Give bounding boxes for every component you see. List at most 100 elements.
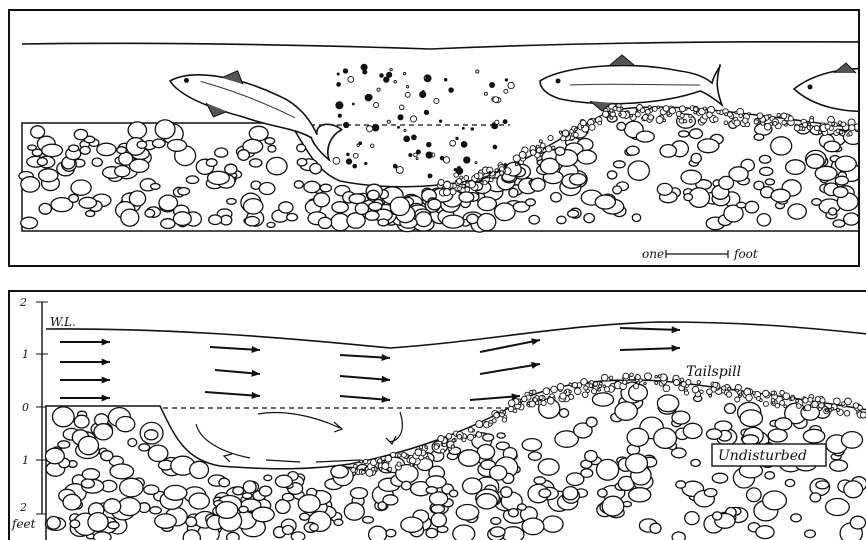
pebble <box>431 513 446 527</box>
pebble <box>21 177 40 192</box>
silt-particle <box>344 122 349 127</box>
pebble <box>626 454 648 473</box>
pebble <box>810 493 821 502</box>
pebble <box>426 476 446 488</box>
pebble <box>833 220 845 227</box>
pebble <box>130 159 149 172</box>
fine-gravel <box>468 427 473 432</box>
pebble <box>835 176 848 185</box>
fine-gravel <box>736 389 739 392</box>
pebble <box>812 199 821 206</box>
pebble <box>581 469 593 478</box>
silt-particle <box>456 168 463 175</box>
pebble <box>826 499 850 516</box>
fine-gravel <box>640 108 645 113</box>
silt-particle <box>484 92 487 95</box>
pebble <box>53 407 75 427</box>
top-panel-spawning-redd: one foot <box>8 9 860 267</box>
silt-particle <box>508 82 514 88</box>
pebble <box>842 432 863 449</box>
fine-gravel <box>488 423 491 426</box>
pebble <box>227 532 240 540</box>
fine-gravel <box>860 412 866 418</box>
fine-gravel <box>584 386 588 390</box>
pebble <box>602 496 624 516</box>
pebble <box>691 153 701 163</box>
pebble <box>428 199 441 210</box>
fine-gravel <box>552 146 555 149</box>
pebble <box>570 174 587 185</box>
fine-gravel <box>476 421 483 428</box>
pebble <box>378 219 388 226</box>
fine-gravel <box>508 400 515 407</box>
pebble <box>497 433 505 438</box>
silt-particle <box>404 129 406 131</box>
fine-gravel <box>569 390 571 392</box>
fine-gravel <box>803 122 808 127</box>
pebble <box>168 140 187 152</box>
fine-gravel <box>754 120 758 124</box>
fine-gravel <box>858 405 863 410</box>
arrow-head <box>252 346 261 353</box>
pebble <box>186 176 198 184</box>
pebble <box>683 423 702 438</box>
silt-particle <box>461 142 467 148</box>
arrow-head <box>672 326 680 333</box>
pebble <box>768 429 787 442</box>
fine-gravel <box>371 468 374 471</box>
fine-gravel <box>656 116 663 123</box>
pebble <box>47 517 60 530</box>
pebble <box>657 183 672 195</box>
fine-gravel <box>570 130 574 134</box>
pebble <box>215 148 228 157</box>
pebble <box>754 134 764 140</box>
pebble <box>765 179 774 185</box>
fine-gravel <box>582 392 588 398</box>
pebble <box>92 158 102 166</box>
fine-gravel <box>452 439 455 442</box>
fine-gravel <box>825 409 828 412</box>
pebble <box>844 481 863 498</box>
pebble <box>816 481 829 489</box>
fine-gravel <box>495 169 498 172</box>
fine-gravel <box>734 120 740 126</box>
wl-label: W.L. <box>50 315 76 329</box>
pebble <box>298 495 320 513</box>
pebble <box>264 475 272 480</box>
arrow-head <box>102 395 110 402</box>
bottom-panel-drawing: 2 1 0 1 2 feet W.L. Tailspill Un <box>10 292 866 540</box>
silt-particle <box>337 73 339 75</box>
pebble <box>332 202 348 213</box>
silt-particle <box>394 81 397 84</box>
fine-gravel <box>844 411 850 417</box>
silt-particle <box>503 120 507 124</box>
pebble <box>233 487 244 495</box>
fine-gravel <box>500 410 503 413</box>
fine-gravel <box>753 392 756 395</box>
pebble <box>595 195 615 209</box>
pebble <box>244 199 263 214</box>
pebble <box>227 199 236 205</box>
pebble <box>557 216 566 224</box>
pebble <box>115 166 130 177</box>
fine-gravel <box>775 403 780 408</box>
pebble <box>206 159 217 167</box>
silt-cloud-particles <box>333 64 514 178</box>
pebble <box>538 459 559 475</box>
fine-gravel <box>680 378 683 381</box>
fine-gravel <box>694 111 697 114</box>
fine-gravel <box>768 115 771 118</box>
pebble <box>208 171 230 184</box>
pebble <box>607 171 616 179</box>
pebble <box>737 202 746 208</box>
silt-particle <box>377 88 380 91</box>
fine-gravel <box>657 106 660 109</box>
silt-particle <box>439 120 441 122</box>
arrow-icon <box>205 392 260 396</box>
arrow-head <box>252 392 261 399</box>
fine-gravel <box>598 121 602 125</box>
fine-gravel <box>652 107 657 112</box>
silt-particle <box>403 72 405 74</box>
pebble <box>97 143 116 155</box>
fine-gravel <box>780 401 785 406</box>
